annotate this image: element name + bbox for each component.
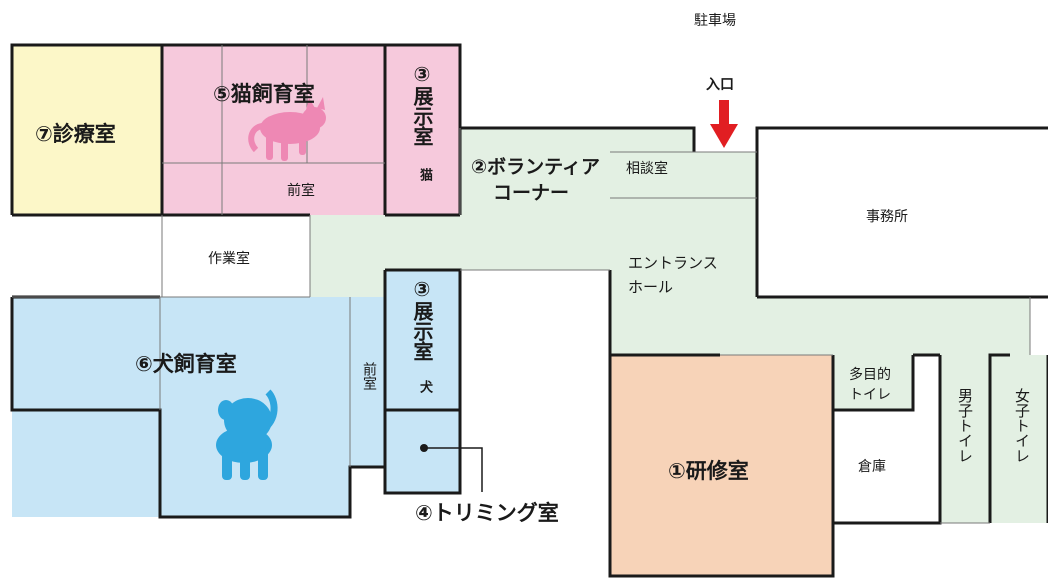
room-fill-danshi <box>940 355 990 523</box>
room-fill-shinryo <box>12 45 162 215</box>
room-label-tenji-dog: ③展示室 <box>410 277 434 361</box>
room-fill-hall-lower <box>610 297 1030 355</box>
room-label-soko: 倉庫 <box>858 459 886 475</box>
room-label-neko: ⑤猫飼育室 <box>213 82 315 106</box>
room-label-danshi: 男子トイレ <box>956 388 974 463</box>
room-label-tamokuteki-2: トイレ <box>849 387 891 403</box>
room-label-kenshu: ①研修室 <box>668 459 749 483</box>
room-label-entrance-hall-1: エントランス <box>628 254 718 272</box>
room-fill-tenji-dog <box>385 270 460 410</box>
trimming-leader-line <box>420 444 483 492</box>
room-label-trimming: ④トリミング室 <box>415 501 559 525</box>
interior-lines <box>12 45 1031 524</box>
room-fill-inu <box>12 297 350 517</box>
room-fill-tamokuteki <box>833 355 913 410</box>
room-label-entrance-hall-2: ホール <box>628 278 674 296</box>
room-label-tenji-cat: ③展示室 <box>410 62 434 146</box>
room-label-zenshitsu-dog: 前室 <box>361 362 377 390</box>
room-label-volunteer-2: コーナー <box>493 182 570 204</box>
label-entrance: 入口 <box>706 77 734 93</box>
room-fill-tenji-cat <box>385 45 460 215</box>
room-label-volunteer-1: ②ボランティア <box>471 156 600 178</box>
room-label-tenji-cat-sub: 猫 <box>417 168 432 181</box>
label-parking: 駐車場 <box>694 13 736 29</box>
room-label-inu: ⑥犬飼育室 <box>135 352 237 376</box>
room-label-sodan: 相談室 <box>626 161 668 177</box>
room-fill-kenshu <box>610 355 833 576</box>
room-fill-joshi <box>990 355 1048 523</box>
room-fill-sodan <box>610 128 694 198</box>
room-label-tamokuteki-1: 多目的 <box>849 367 891 383</box>
room-label-joshi: 女子トイレ <box>1013 388 1031 463</box>
dog-icon <box>216 389 278 480</box>
entrance-arrow-icon <box>710 100 738 148</box>
room-label-shinryo: ⑦診療室 <box>35 122 116 146</box>
room-label-tenji-dog-sub: 犬 <box>417 380 432 393</box>
room-label-zenshitsu-cat: 前室 <box>287 183 315 199</box>
room-fill-zen-dog <box>350 297 385 467</box>
room-label-sagyo: 作業室 <box>208 251 250 267</box>
room-fill-soko <box>833 410 913 523</box>
room-label-jimusho: 事務所 <box>866 209 908 225</box>
cat-icon <box>248 97 326 161</box>
